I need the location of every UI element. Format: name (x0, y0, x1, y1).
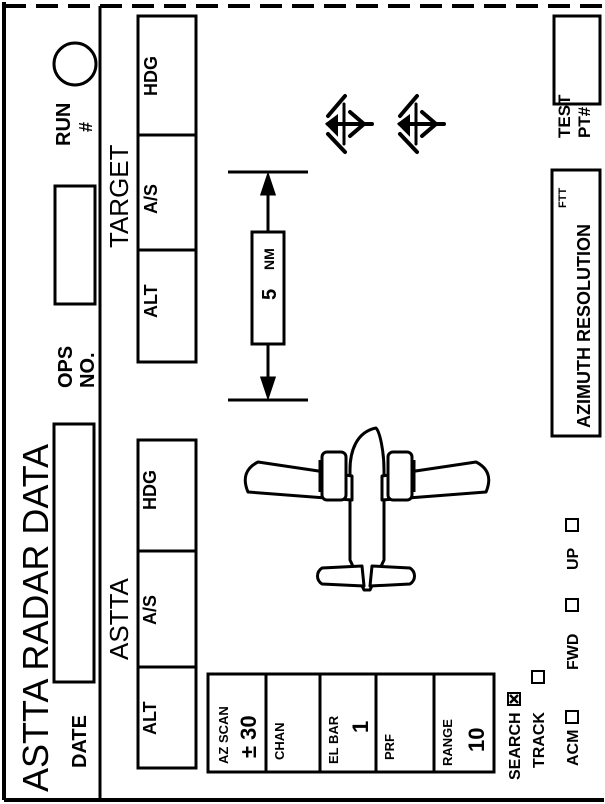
ops-number-input-box[interactable] (55, 186, 95, 304)
param-label-az-scan: AZ SCAN (216, 706, 231, 764)
astta-aircraft-icon (245, 428, 489, 590)
checkbox-label-track: TRACK (531, 712, 548, 768)
checkbox-label-acm: ACM (565, 730, 582, 766)
checkbox-fwd[interactable] (566, 599, 578, 611)
run-number-circle[interactable] (54, 43, 96, 85)
ops-label-line2: NO. (77, 352, 99, 388)
title-strip: ASTTA RADAR DATA DATE OPS NO. RUN # (15, 103, 99, 792)
astta-header-hdg: HDG (140, 470, 160, 510)
separation-dimension (228, 172, 308, 400)
checkbox-up[interactable] (566, 519, 578, 531)
param-label-el-bar: EL BAR (326, 715, 341, 764)
param-value-az-scan[interactable]: ± 30 (236, 715, 261, 758)
radar-params-table: AZ SCAN ± 30 CHAN EL BAR 1 PRF RANGE 10 (208, 674, 494, 772)
checkbox-checkmark-icon (510, 695, 518, 703)
run-label-line1: RUN (53, 103, 75, 146)
target-aircraft-icon-2 (400, 96, 444, 152)
ftt-name: AZIMUTH RESOLUTION (574, 224, 594, 428)
target-header-alt: ALT (141, 284, 161, 318)
ops-label-line1: OPS (55, 346, 77, 388)
target-header-as: A/S (141, 184, 161, 214)
arrowhead-down-icon (262, 378, 274, 396)
date-label: DATE (69, 715, 91, 768)
test-point-input-box[interactable] (554, 16, 600, 104)
separation-value: 5 (259, 289, 281, 300)
param-label-prf: PRF (382, 734, 397, 760)
checkbox-label-fwd: FWD (565, 634, 582, 670)
astta-header-alt: ALT (140, 701, 160, 735)
target-aircraft-icon-1 (328, 96, 372, 152)
param-value-range[interactable]: 10 (464, 728, 489, 752)
date-input-box[interactable] (54, 424, 94, 682)
target-header-hdg: HDG (141, 56, 161, 96)
separation-unit: NM (261, 248, 277, 270)
astta-title: ASTTA (104, 577, 134, 660)
astta-header-as: A/S (140, 595, 160, 625)
checkbox-track[interactable] (532, 671, 544, 683)
astta-section: ASTTA ALT A/S HDG (104, 440, 196, 768)
test-point-label-line1: TEST (555, 94, 574, 138)
target-section: TARGET ALT A/S HDG (104, 16, 196, 362)
run-label-line2: # (76, 122, 96, 132)
checkbox-label-up: UP (565, 547, 582, 570)
param-label-range: RANGE (440, 719, 455, 766)
ftt-label: FTT (557, 188, 569, 208)
form-title: ASTTA RADAR DATA (15, 444, 56, 792)
param-label-chan: CHAN (272, 722, 287, 760)
param-value-el-bar[interactable]: 1 (348, 721, 373, 733)
checkbox-acm[interactable] (566, 711, 578, 723)
arrowhead-up-icon (262, 176, 274, 194)
checkbox-label-search: SEARCH (507, 712, 524, 780)
test-point-label-line2: PT# (575, 106, 594, 138)
target-title: TARGET (104, 144, 134, 248)
mode-checkboxes: SEARCH TRACK ACM FWD UP (507, 519, 582, 780)
